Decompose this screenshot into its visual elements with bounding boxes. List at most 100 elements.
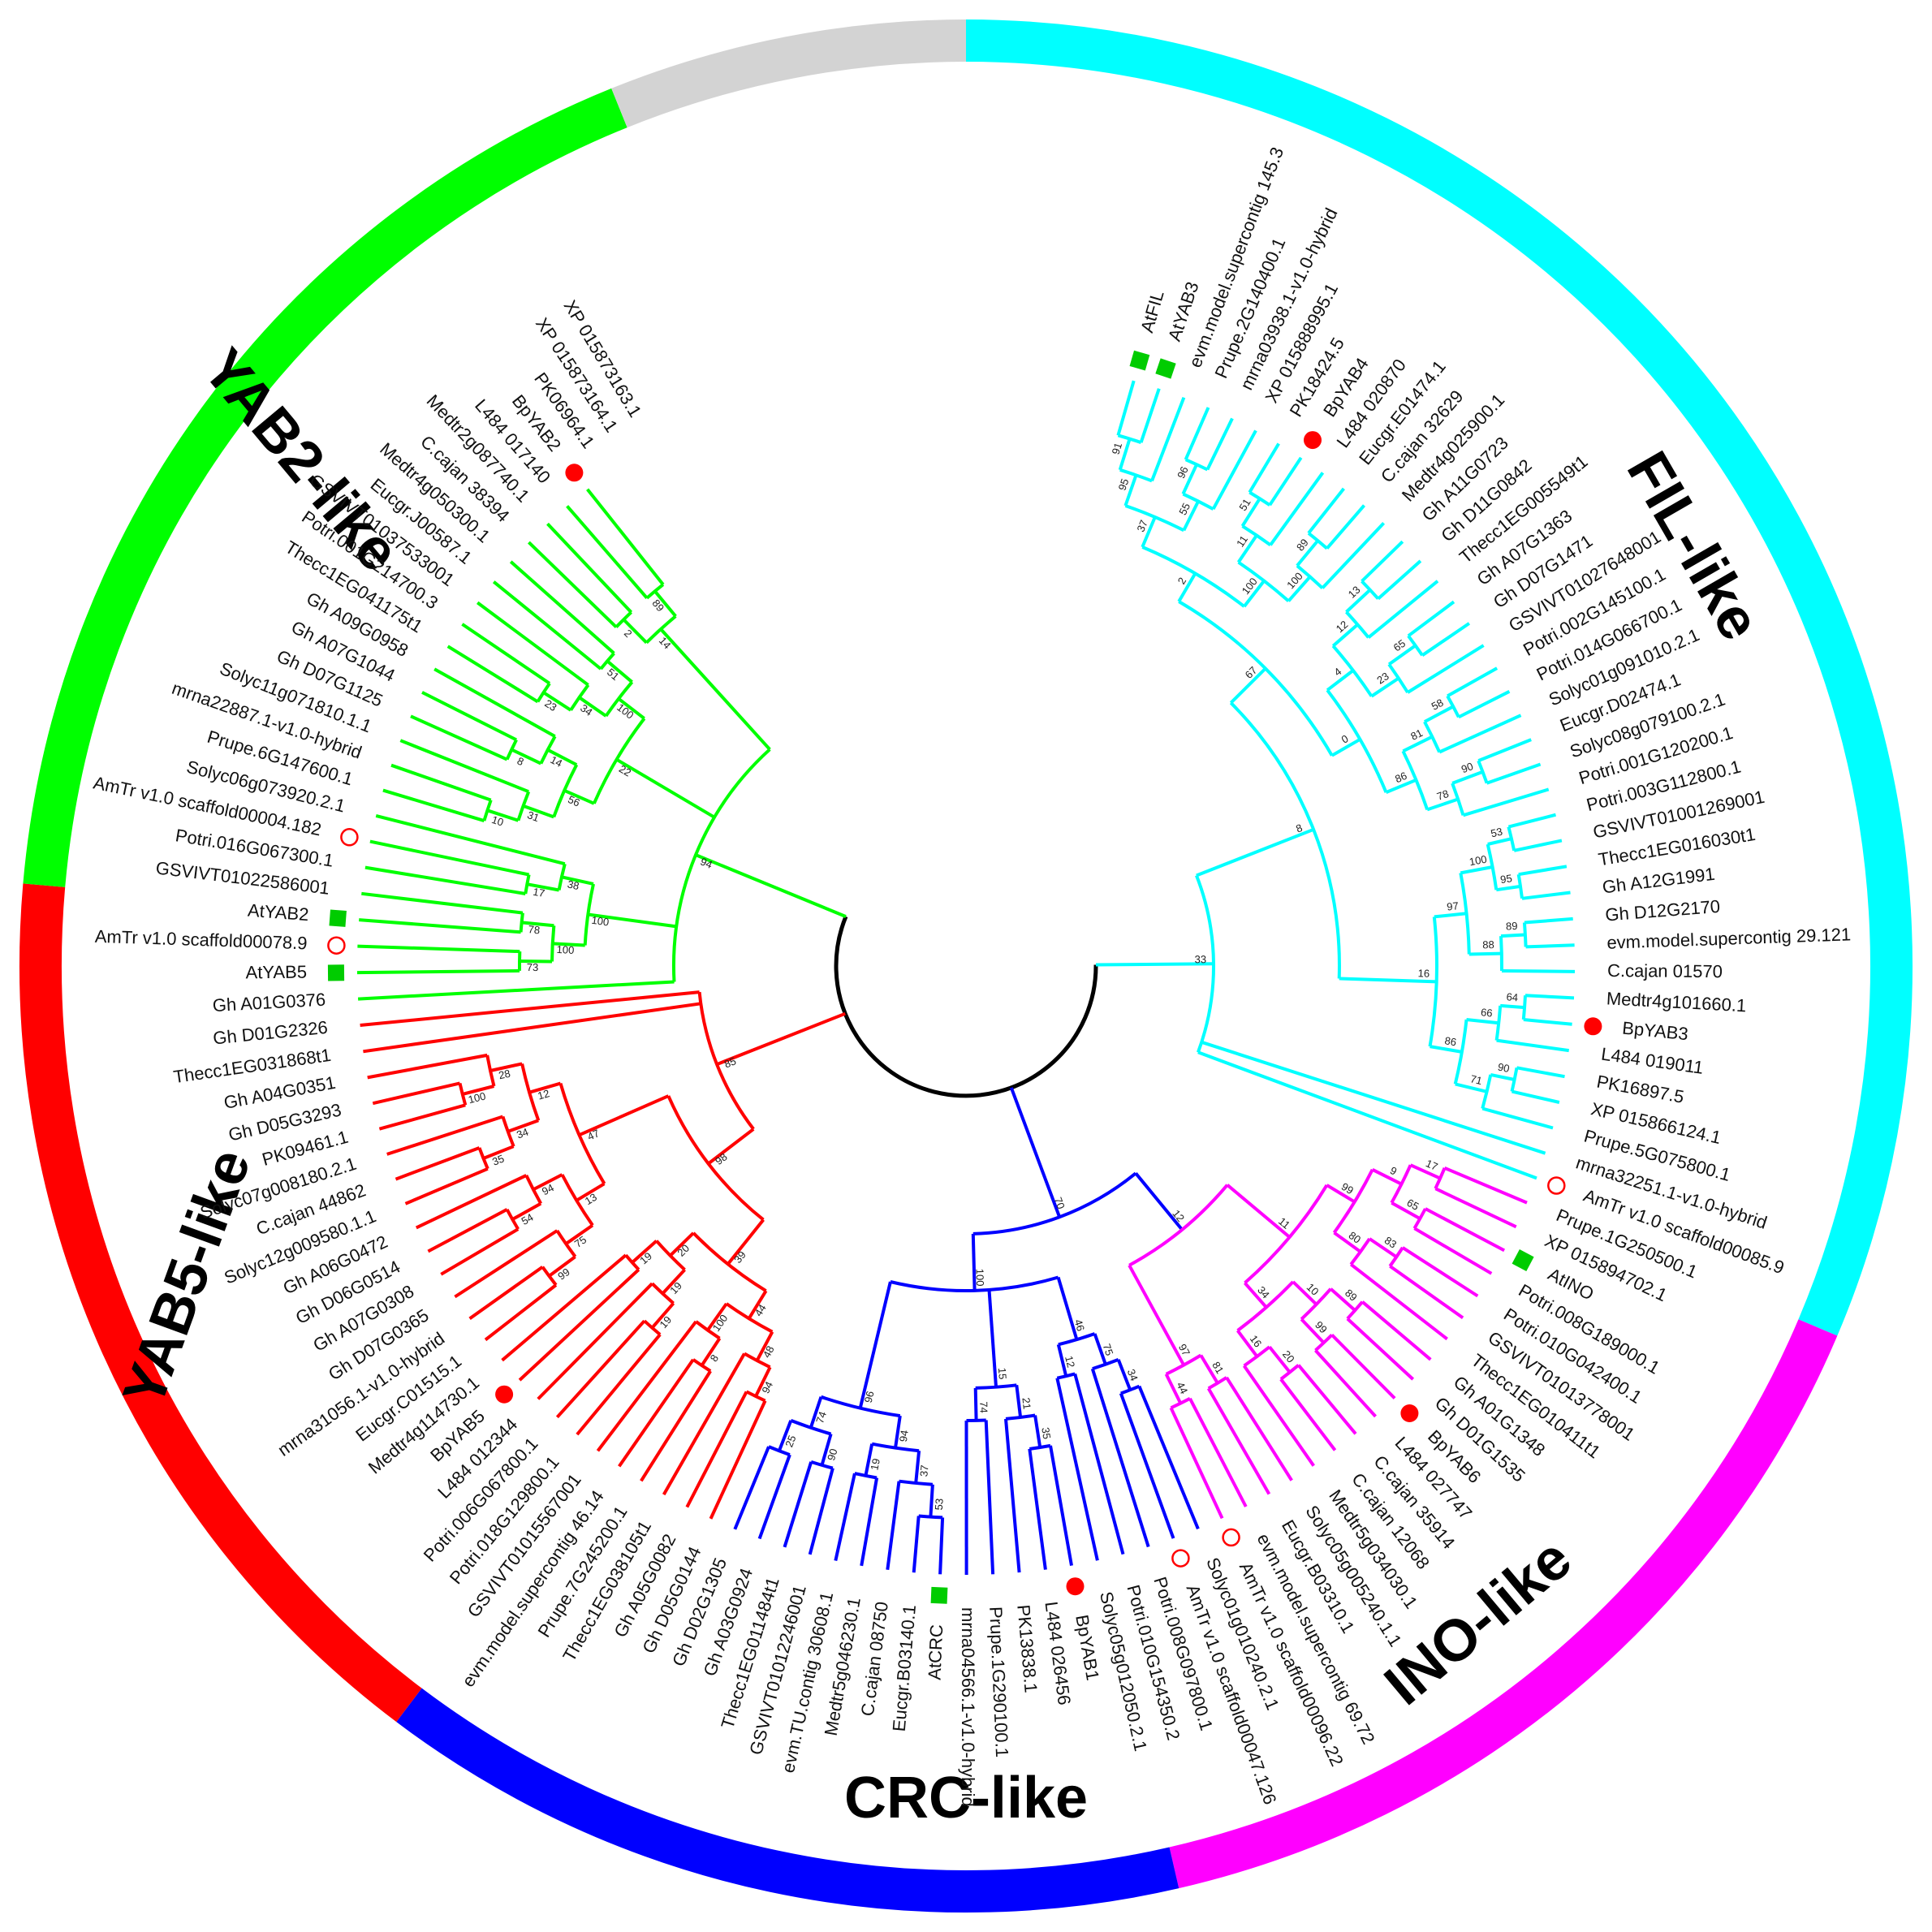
branch-line — [860, 1477, 879, 1567]
bootstrap-value: 17 — [1424, 1157, 1439, 1173]
branch-line — [1368, 1237, 1398, 1259]
tree-branches — [356, 380, 1576, 1576]
branch-line — [1326, 1184, 1356, 1204]
branch-line — [1512, 1089, 1560, 1104]
branch-line — [477, 601, 589, 687]
branch-line — [357, 944, 520, 954]
branch-line — [462, 1085, 494, 1096]
branch-line — [707, 1128, 755, 1166]
branch-line — [1297, 1364, 1357, 1435]
branch-line — [1164, 1373, 1183, 1404]
branch-line — [359, 918, 521, 934]
bootstrap-value: 19 — [637, 1250, 654, 1267]
branch-line — [1426, 797, 1459, 812]
bootstrap-value: 75 — [572, 1233, 589, 1250]
birch-gene-marker — [1584, 1017, 1602, 1036]
branch-arc — [1141, 546, 1245, 608]
branch-line — [622, 618, 648, 645]
bootstrap-value: 20 — [675, 1242, 692, 1259]
branch-line — [378, 1103, 466, 1131]
branch-arc — [1516, 873, 1524, 899]
branch-line — [532, 1173, 563, 1192]
branch-arc — [505, 1208, 520, 1231]
arabidopsis-gene-marker — [930, 1586, 948, 1604]
branch-line — [929, 1484, 934, 1517]
branch-line — [938, 1517, 945, 1575]
clade-ring — [19, 19, 1913, 1913]
branch-line — [1486, 762, 1542, 785]
branch-line — [1188, 1397, 1248, 1507]
arabidopsis-gene-marker — [329, 909, 347, 927]
bootstrap-value: 10 — [490, 813, 505, 829]
bootstrap-value: 15 — [996, 1367, 1009, 1380]
ring-segment-FIL — [965, 19, 1913, 1336]
leaf-label: BpYAB3 — [1621, 1018, 1689, 1045]
bootstrap-value: 23 — [542, 697, 558, 714]
bootstrap-value: 0 — [1339, 732, 1351, 746]
branch-line — [369, 839, 530, 877]
bootstrap-value: 19 — [868, 1457, 882, 1471]
branch-line — [1361, 540, 1404, 583]
branch-line — [1413, 1227, 1493, 1275]
branch-arc — [972, 1171, 1137, 1236]
branch-arc — [569, 684, 590, 711]
branch-line — [685, 1391, 748, 1508]
branch-line — [1460, 865, 1493, 875]
branch-line — [1242, 1365, 1315, 1467]
branch-line — [1205, 417, 1234, 471]
bootstrap-value: 13 — [583, 1191, 599, 1207]
branch-line — [653, 590, 677, 618]
bootstrap-value: 48 — [761, 1343, 777, 1360]
branch-line — [1487, 837, 1512, 846]
branch-line — [1346, 1317, 1415, 1381]
branch-line — [552, 942, 585, 947]
branch-line — [576, 1182, 606, 1202]
branch-line — [1177, 572, 1197, 603]
branch-line — [669, 1231, 695, 1257]
branch-line — [1073, 1373, 1125, 1555]
bootstrap-value: 100 — [591, 914, 610, 929]
ring-segment-unassigned — [611, 19, 967, 128]
branch-line — [1116, 1359, 1132, 1391]
bootstrap-value: 100 — [710, 1312, 731, 1333]
bootstrap-value: 53 — [933, 1498, 946, 1510]
branch-line — [1466, 1018, 1499, 1025]
branch-arc — [692, 1231, 767, 1292]
branch-line — [1370, 676, 1400, 698]
bootstrap-value: 89 — [1506, 920, 1518, 933]
bootstrap-value: 78 — [528, 923, 541, 936]
branch-arc — [1056, 1372, 1076, 1380]
bootstrap-value: 25 — [783, 1434, 798, 1449]
branch-line — [1391, 1201, 1421, 1220]
bootstrap-value: 96 — [862, 1390, 877, 1404]
branch-line — [433, 667, 556, 738]
branch-line — [1055, 1378, 1099, 1561]
branch-line — [1367, 580, 1439, 639]
branch-line — [1524, 916, 1573, 925]
bootstrap-value: 22 — [617, 762, 633, 778]
branch-line — [1248, 442, 1280, 494]
branch-line — [971, 1233, 977, 1291]
bootstrap-value: 74 — [813, 1410, 829, 1425]
branch-line — [1407, 644, 1485, 694]
branch-line — [1371, 1168, 1403, 1186]
branch-line — [1424, 1207, 1506, 1253]
branch-arc — [1521, 995, 1527, 1020]
leaf-label: Prupe.1G290100.1 — [985, 1606, 1012, 1758]
branch-line — [521, 921, 554, 928]
bootstrap-value: 2 — [1175, 576, 1189, 587]
branch-line — [709, 1399, 767, 1520]
branch-line — [1349, 1263, 1448, 1341]
branch-line — [1056, 1276, 1079, 1340]
branch-line — [1128, 1264, 1185, 1366]
branch-line — [526, 882, 559, 892]
branch-arc — [482, 799, 493, 822]
branch-arc — [1407, 635, 1424, 657]
branch-line — [1423, 705, 1455, 723]
branch-line — [1197, 1050, 1537, 1180]
branch-line — [537, 1282, 653, 1400]
branch-arc — [1005, 1413, 1036, 1421]
bootstrap-value: 66 — [1480, 1006, 1493, 1019]
